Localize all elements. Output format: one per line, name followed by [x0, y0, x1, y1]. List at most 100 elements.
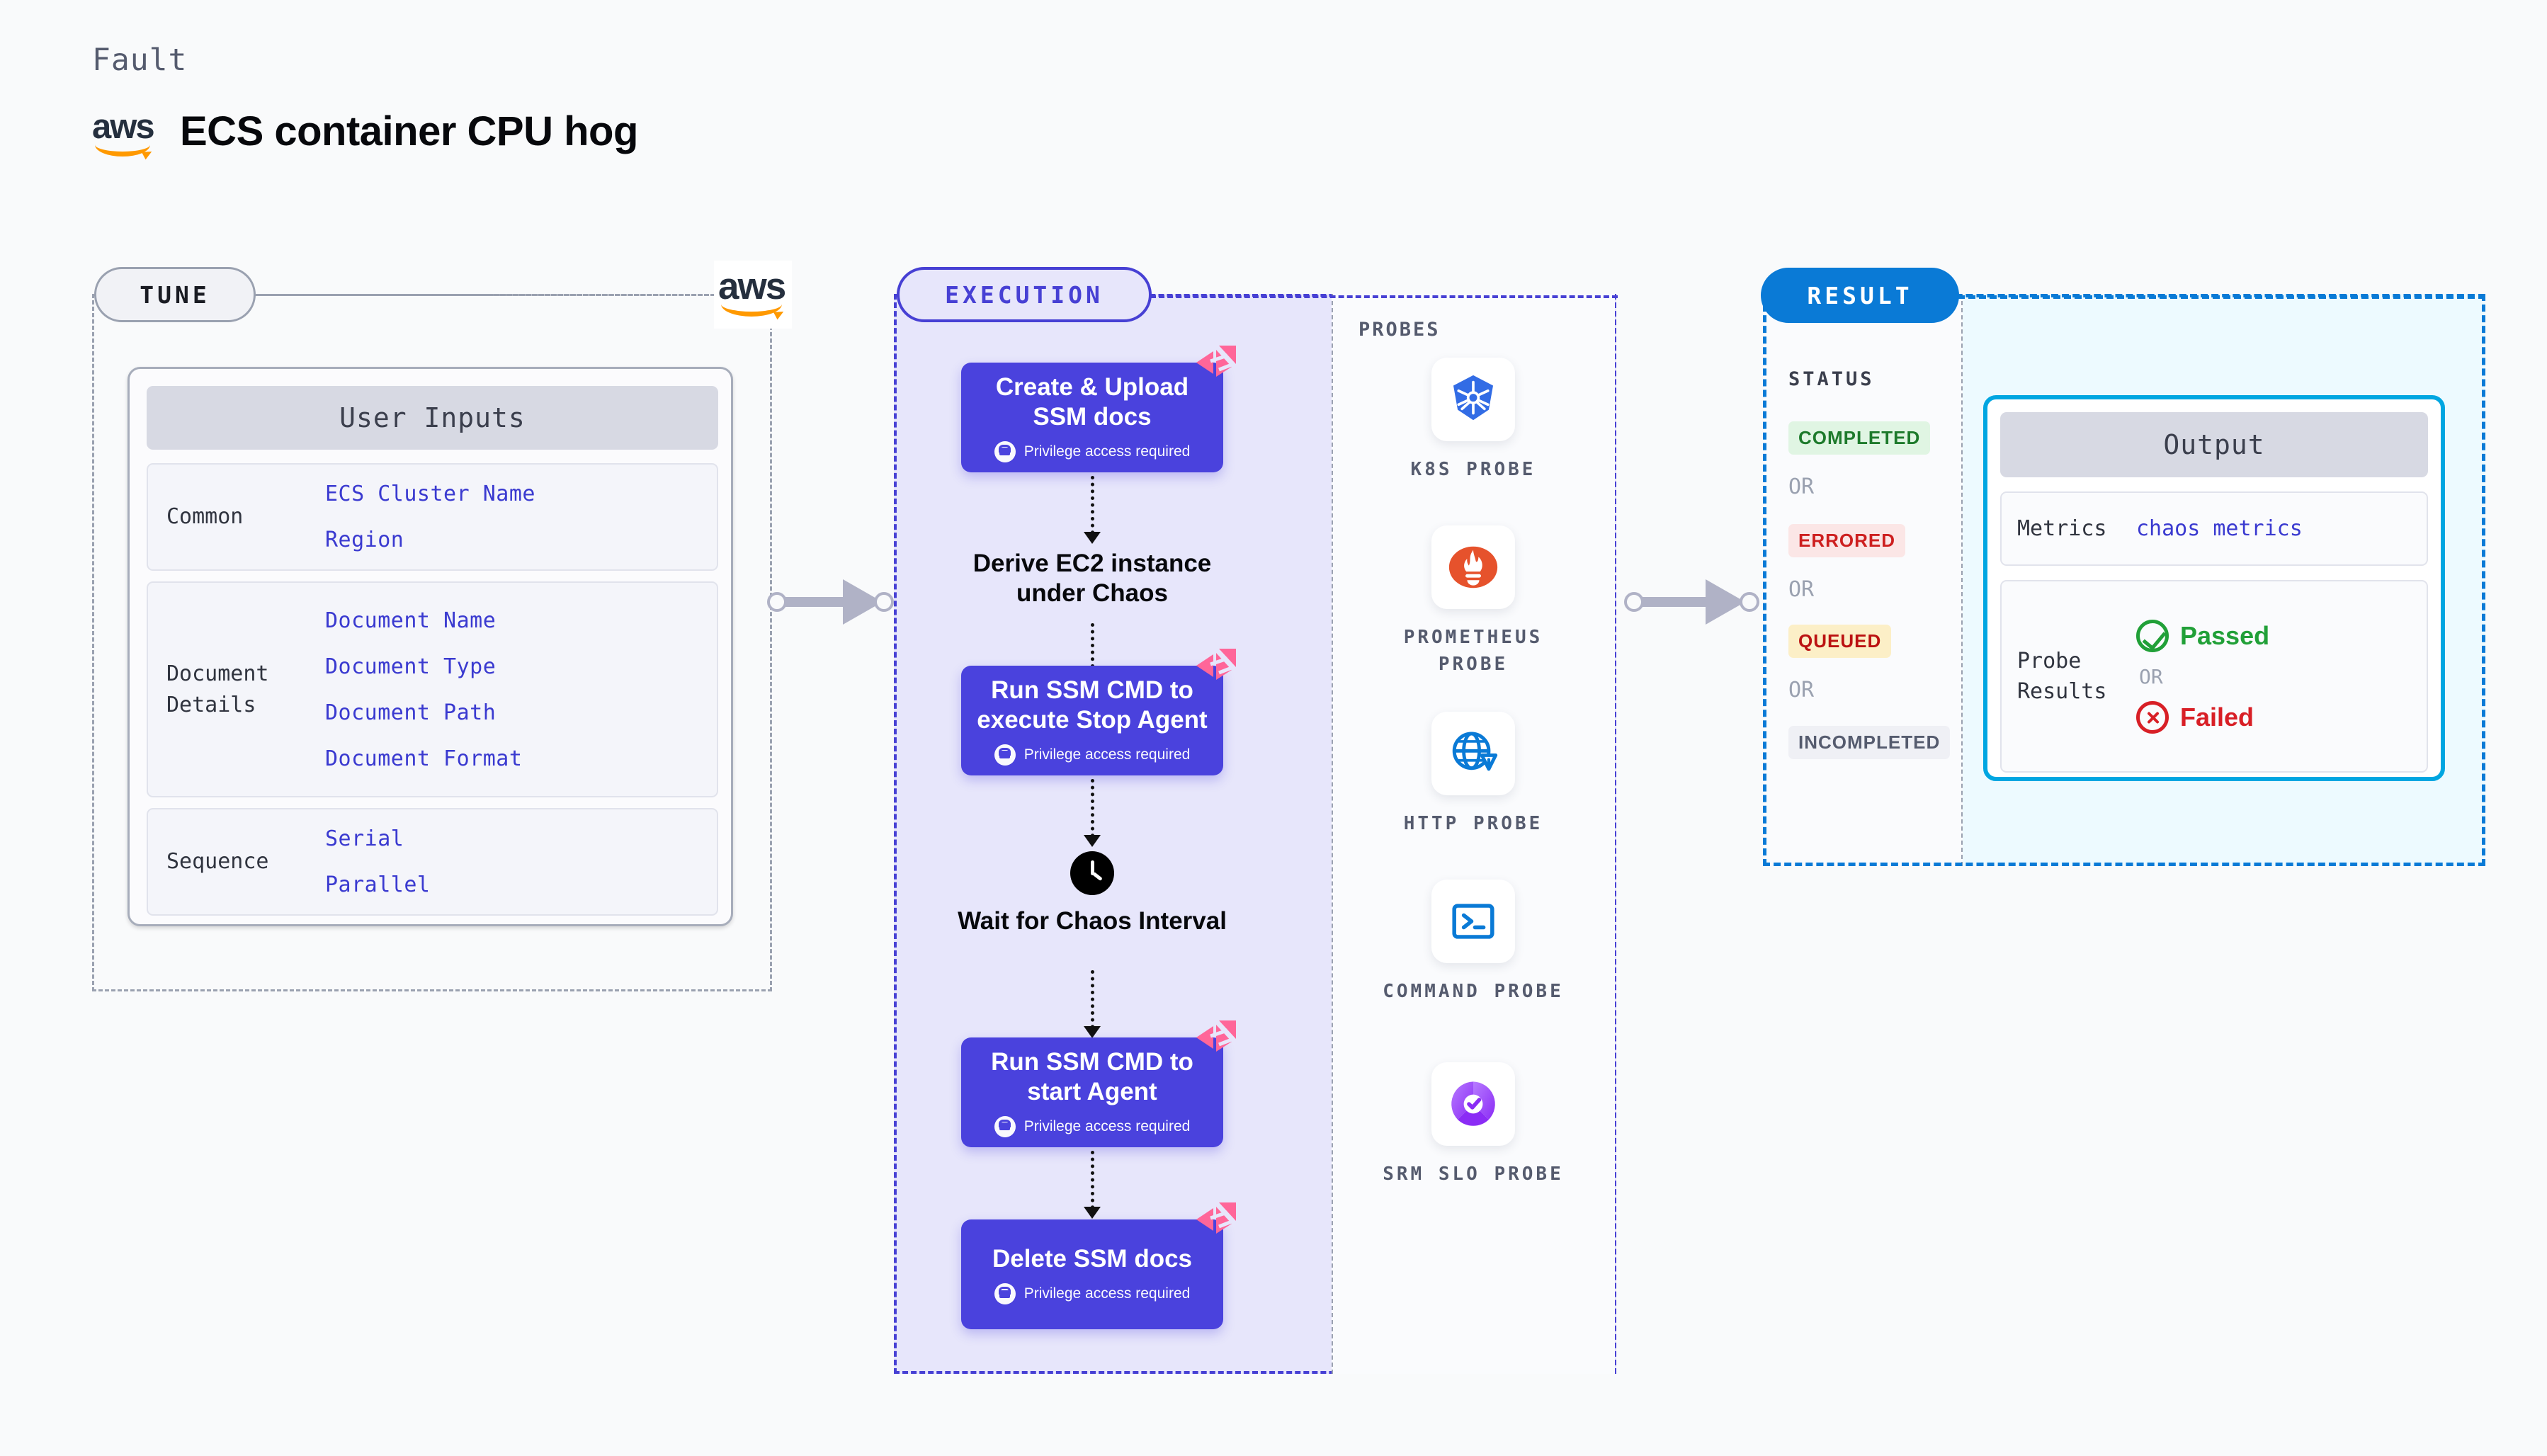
user-inputs-card: User Inputs Common ECS Cluster Name Regi…: [127, 367, 733, 926]
step-privilege-note: Privilege access required: [994, 1283, 1191, 1305]
input-group-label: Common: [166, 504, 244, 530]
connector-tune-to-execution: [764, 574, 898, 630]
tune-top-dashed-line: [255, 294, 715, 296]
probes-subsection: [1332, 294, 1615, 1374]
step-privilege-text: Privilege access required: [1023, 443, 1191, 460]
input-group-values: Document Name Document Type Document Pat…: [325, 608, 522, 771]
input-value[interactable]: Document Type: [325, 654, 497, 679]
srm-slo-icon: [1431, 1062, 1515, 1146]
input-value[interactable]: Parallel: [325, 872, 431, 897]
input-value[interactable]: Region: [325, 528, 404, 552]
probe-result-values: Passed OR Failed: [2136, 619, 2270, 734]
output-row-probe-results: Probe Results Passed OR Failed: [2000, 580, 2428, 773]
status-label: STATUS: [1788, 368, 1875, 390]
step-privilege-note: Privilege access required: [994, 744, 1191, 766]
lock-icon: [994, 440, 1016, 462]
execution-step-card[interactable]: Run SSM CMD to start Agent Privilege acc…: [961, 1020, 1236, 1147]
kubernetes-icon: [1431, 358, 1515, 441]
input-value[interactable]: Document Name: [325, 608, 497, 633]
probe-item[interactable]: PROMETHEUS PROBE: [1367, 525, 1579, 678]
input-group-label: Document Details: [166, 661, 269, 717]
execution-step-card[interactable]: Create & Upload SSM docs Privilege acces…: [961, 346, 1236, 472]
flow-arrow: [1084, 970, 1101, 1038]
lock-icon: [994, 1283, 1016, 1305]
input-group-sequence: Sequence Serial Parallel: [147, 808, 718, 916]
lock-icon: [994, 744, 1016, 766]
tune-badge[interactable]: TUNE: [94, 267, 256, 322]
probe-label: PROMETHEUS PROBE: [1403, 627, 1543, 675]
status-badge-completed: COMPLETED: [1788, 421, 1931, 455]
input-group-label: Sequence: [166, 849, 269, 875]
harness-mark-icon: [1196, 649, 1236, 680]
step-title: Wait for Chaos Interval: [958, 907, 1227, 935]
probe-result-failed: Failed: [2136, 700, 2269, 734]
output-card: Output Metrics chaos metrics Probe Resul…: [1983, 395, 2445, 781]
http-globe-icon: [1431, 712, 1515, 795]
probe-result-passed: Passed: [2136, 619, 2270, 652]
result-top-dashed-line: [1958, 295, 2485, 299]
failed-label: Failed: [2180, 702, 2254, 732]
output-row-label: Metrics: [2017, 516, 2107, 541]
probes-label: PROBES: [1358, 319, 1441, 341]
aws-logo-icon: aws: [714, 261, 792, 329]
x-circle-icon: [2136, 700, 2169, 734]
step-privilege-note: Privilege access required: [994, 440, 1191, 462]
harness-mark-icon: [1196, 1202, 1236, 1234]
output-row-metrics: Metrics chaos metrics: [2000, 491, 2428, 566]
execution-top-dashed-line: [1150, 295, 1618, 298]
input-value[interactable]: Document Format: [325, 746, 523, 771]
input-group-values: Serial Parallel: [325, 826, 431, 897]
harness-mark-icon: [1196, 346, 1236, 377]
output-metrics-value[interactable]: chaos metrics: [2136, 516, 2303, 541]
flow-arrow: [1084, 1151, 1101, 1219]
execution-step-card[interactable]: Run SSM CMD to execute Stop Agent Privil…: [961, 649, 1236, 775]
execution-step-plain: Derive EC2 instance under Chaos: [943, 549, 1241, 608]
clock-icon: [1070, 851, 1114, 895]
page-title: ECS container CPU hog: [180, 108, 638, 154]
execution-step-card[interactable]: Delete SSM docs Privilege access require…: [961, 1202, 1236, 1329]
step-title: Create & Upload SSM docs: [995, 373, 1189, 431]
output-title: Output: [2000, 412, 2428, 477]
check-circle-icon: [2136, 619, 2169, 652]
prometheus-icon: [1431, 525, 1515, 609]
input-value[interactable]: Serial: [325, 826, 404, 851]
step-title: Run SSM CMD to execute Stop Agent: [977, 676, 1208, 734]
execution-step-plain: Wait for Chaos Interval: [943, 851, 1241, 936]
input-group-values: ECS Cluster Name Region: [325, 482, 535, 552]
step-privilege-text: Privilege access required: [1023, 746, 1191, 763]
probe-label: K8S PROBE: [1410, 459, 1536, 480]
probe-label: COMMAND PROBE: [1383, 981, 1564, 1002]
lock-icon: [994, 1115, 1016, 1137]
input-group-document-details: Document Details Document Name Document …: [147, 581, 718, 797]
or-separator: OR: [1788, 678, 1815, 703]
probe-item[interactable]: COMMAND PROBE: [1367, 880, 1579, 1006]
probe-label: HTTP PROBE: [1403, 813, 1543, 834]
harness-mark-icon: [1196, 1020, 1236, 1052]
probe-item[interactable]: HTTP PROBE: [1367, 712, 1579, 838]
output-row-label: Probe Results: [2017, 648, 2107, 705]
execution-badge[interactable]: EXECUTION: [897, 267, 1152, 322]
passed-label: Passed: [2180, 620, 2270, 650]
result-badge[interactable]: RESULT: [1761, 268, 1959, 323]
status-badge-queued: QUEUED: [1788, 625, 1892, 658]
step-title: Delete SSM docs: [992, 1244, 1193, 1273]
input-value[interactable]: Document Path: [325, 700, 497, 725]
status-badge-errored: ERRORED: [1788, 524, 1906, 557]
page-header: Fault aws ECS container CPU hog: [92, 42, 638, 157]
title-row: aws ECS container CPU hog: [92, 108, 638, 157]
status-badge-incompleted: INCOMPLETED: [1788, 726, 1951, 759]
terminal-icon: [1431, 880, 1515, 963]
fault-eyebrow: Fault: [92, 42, 188, 78]
or-separator: OR: [1788, 577, 1815, 602]
step-privilege-text: Privilege access required: [1023, 1285, 1191, 1302]
probe-label: SRM SLO PROBE: [1383, 1164, 1564, 1185]
or-separator: OR: [2139, 664, 2163, 688]
probe-item[interactable]: K8S PROBE: [1367, 358, 1579, 484]
probe-item[interactable]: SRM SLO PROBE: [1367, 1062, 1579, 1188]
flow-arrow: [1084, 779, 1101, 847]
input-value[interactable]: ECS Cluster Name: [325, 482, 535, 506]
step-title: Derive EC2 instance under Chaos: [972, 550, 1212, 607]
step-title: Run SSM CMD to start Agent: [991, 1048, 1193, 1105]
step-privilege-text: Privilege access required: [1023, 1117, 1191, 1134]
aws-logo-icon: aws: [92, 109, 161, 157]
